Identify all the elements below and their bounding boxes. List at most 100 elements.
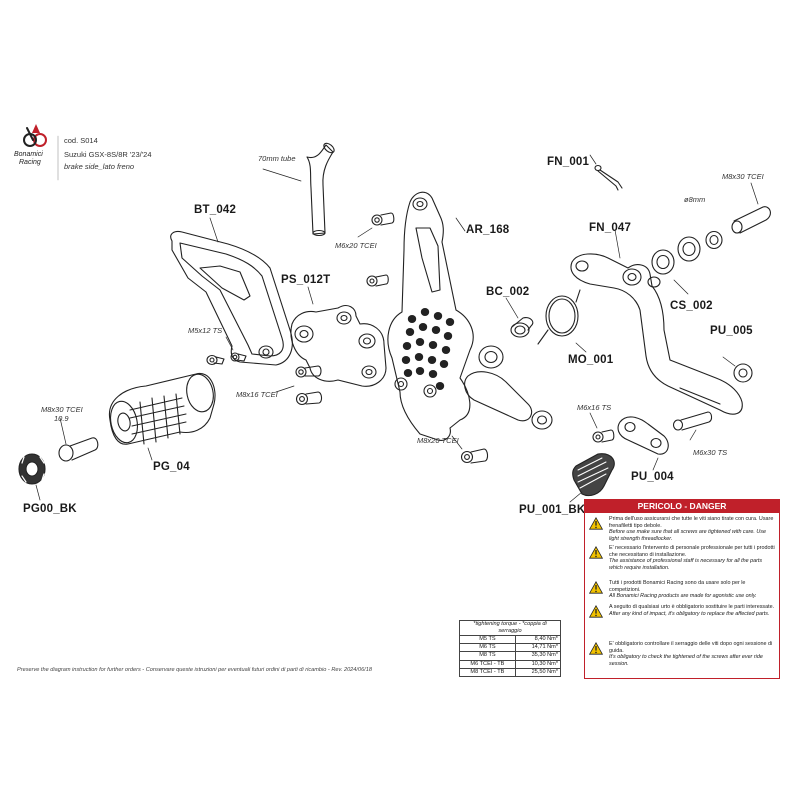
screw-m6x30 [672, 411, 713, 431]
tube-part [306, 142, 335, 237]
bearing-b [677, 236, 701, 262]
torque-value: 14,71 Nm* [514, 643, 562, 653]
plate-hole [441, 346, 451, 354]
label-bt042: BT_042 [194, 204, 237, 216]
brand-logo [23, 124, 47, 147]
tube-leader [262, 168, 302, 182]
m8x30-right-leader [750, 182, 759, 205]
warning-icon [589, 642, 603, 655]
fn047-leader [614, 229, 621, 259]
note-tube: 70mm tube [258, 154, 296, 163]
screw-m6x20-top [371, 212, 395, 226]
washer-8mm [705, 230, 723, 250]
ar168-leader [455, 217, 466, 232]
note-m6x20: M6x20 TCEI [335, 241, 377, 250]
m5x12-leader [225, 336, 234, 351]
cotter-pin-part [594, 164, 623, 191]
torque-value: 10,30 Nm* [514, 659, 562, 669]
warning-icon [589, 546, 603, 559]
label-bc002: BC_002 [486, 286, 530, 298]
plate-hole [415, 367, 425, 375]
danger-text-en: Before use make sure that all screws are… [609, 529, 767, 542]
note-m5x12: M5x12 TS [188, 326, 223, 335]
note-m8x16: M8x16 TCEI [236, 390, 278, 399]
m6x20-leader [357, 227, 373, 238]
pu005-leader [722, 356, 736, 367]
danger-text-en: The assistance of professional staff is … [609, 558, 763, 571]
torque-bolt: M8 TS [459, 651, 516, 661]
plate-hole [402, 342, 412, 350]
plate-hole [428, 370, 438, 378]
danger-text-it: Tutti i prodotti Bonamici Racing sono da… [609, 580, 746, 593]
screw-m8x30-left [58, 437, 99, 462]
side-label: brake side_lato freno [64, 162, 135, 171]
pu001-leader [569, 491, 583, 503]
rearset-plate-part [387, 191, 553, 441]
danger-text-it: E' obbligatorio controllare il serraggio… [609, 641, 773, 654]
plate-hole [415, 338, 425, 346]
label-ps012t: PS_012T [281, 274, 331, 286]
screw-m8x16-a [295, 365, 322, 378]
m6x30-leader [689, 429, 697, 441]
pg04-leader [147, 447, 153, 461]
danger-text-en: All Bonamici Racing products are made fo… [609, 593, 757, 600]
note-m8x20: M8x20 TCEI [417, 436, 459, 445]
screw-m8x30-right [731, 206, 771, 234]
plate-hole [420, 308, 430, 316]
cs002-leader [673, 279, 689, 295]
note-m6x30: M6x30 TS [693, 448, 728, 457]
screw-m6x20-mid [366, 274, 389, 287]
bearing-a [651, 249, 675, 275]
note-grade: 10.9 [54, 414, 69, 423]
danger-text-it: Prima dell'uso assicurarsi che tutte le … [609, 516, 774, 529]
pedal-adjuster-part [617, 416, 669, 455]
label-pg00bk: PG00_BK [23, 503, 77, 515]
plate-hole [443, 332, 453, 340]
m8x30-left-leader [59, 417, 67, 445]
bushing-part [510, 317, 534, 338]
torque-table: *tightening torque - *coppia di serraggi… [459, 620, 562, 677]
torque-bolt: M8 TCEI - TB [459, 667, 516, 677]
peg-nut-part [18, 453, 46, 485]
danger-title: PERICOLO - DANGER [585, 500, 779, 513]
label-pg04: PG_04 [153, 461, 190, 473]
screw-m8x16-b [295, 391, 323, 406]
torque-bolt: M6 TCEI - TB [459, 659, 516, 669]
torque-bolt: M6 TS [459, 643, 516, 653]
note-8mm: ø8mm [684, 195, 706, 204]
label-mo001: MO_001 [568, 354, 614, 366]
spring-part [537, 289, 581, 345]
label-ar168: AR_168 [466, 224, 510, 236]
plate-hole [403, 369, 413, 377]
m6x16-leader [589, 412, 598, 429]
plate-hole [418, 323, 428, 331]
code-label: cod. S014 [64, 136, 98, 145]
plate-hole [414, 353, 424, 361]
note-m6x16: M6x16 TS [577, 403, 612, 412]
label-pu004: PU_004 [631, 471, 674, 483]
plate-hole [445, 318, 455, 326]
pg00-leader [35, 484, 41, 501]
brand-wordmark: Bonamici Racing [14, 151, 43, 166]
pedal-tip-part [572, 453, 615, 497]
label-pu001bk: PU_001_BK [519, 504, 586, 516]
label-fn001: FN_001 [547, 156, 590, 168]
ps012t-leader [307, 286, 314, 305]
warning-icon [589, 605, 603, 618]
fn001-leader [589, 154, 597, 165]
m8x16-leader [275, 385, 295, 393]
pu004-leader [652, 457, 659, 471]
danger-text-en: It's obligatory to check the tightened o… [609, 654, 763, 667]
screw-m8x20 [460, 448, 489, 464]
plate-holes [401, 308, 455, 390]
plate-hole [427, 356, 437, 364]
footer-note: Preserve the diagram instruction for fur… [17, 667, 372, 673]
warning-icon [589, 517, 603, 530]
torque-value: 35,30 Nm* [514, 651, 562, 661]
footpeg-part [108, 372, 216, 445]
screw-m5x12-a [206, 354, 225, 366]
m8x20-leader [451, 435, 463, 450]
